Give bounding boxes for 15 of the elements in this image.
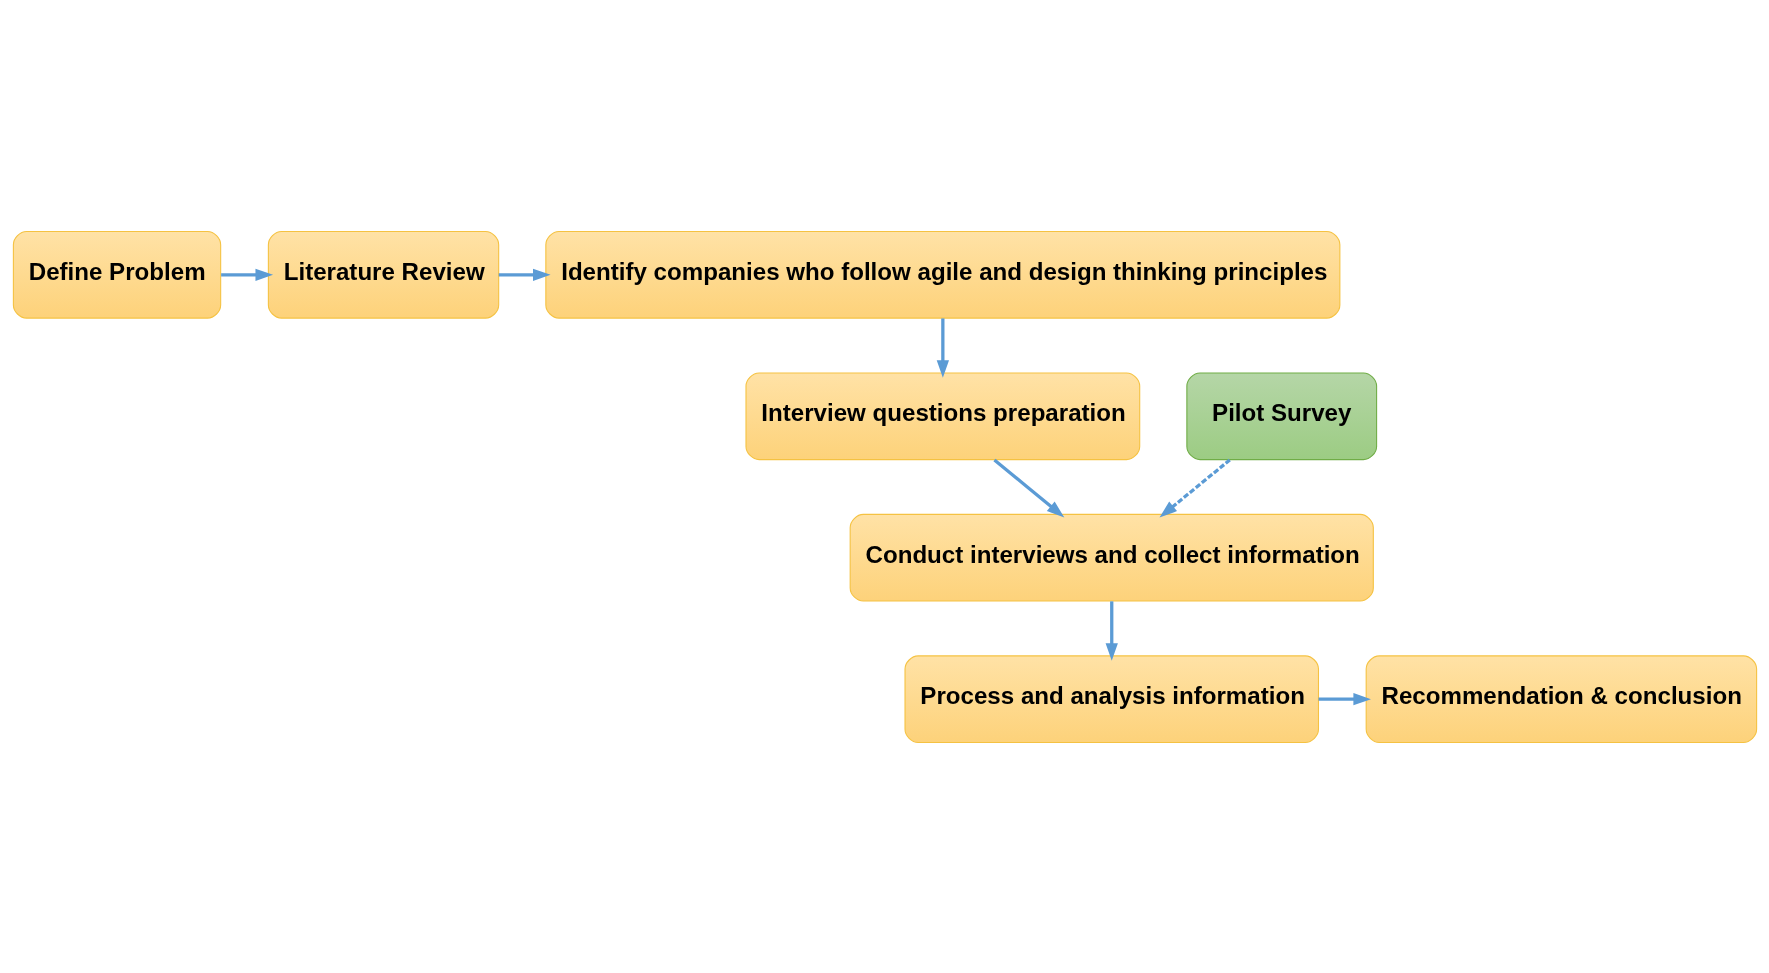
arrow (1318, 692, 1371, 705)
node-box: Literature Review (267, 230, 499, 319)
node-box: Interview questions preparation (744, 371, 1140, 460)
arrow (498, 268, 551, 281)
node-box: Identify companies who follow agile and design thinking principles (544, 230, 1340, 319)
node-box: Recommendation & conclusion (1365, 654, 1757, 743)
arrow (1105, 600, 1118, 661)
node-box: Process and analysis information (903, 654, 1319, 743)
node-box: Define Problem (12, 230, 221, 319)
arrow (992, 458, 1064, 517)
arrow (1159, 458, 1231, 517)
arrow (936, 317, 949, 378)
node-box: Conduct interviews and collect information (849, 513, 1374, 602)
node-box: Pilot Survey (1185, 371, 1377, 460)
arrow (220, 268, 273, 281)
